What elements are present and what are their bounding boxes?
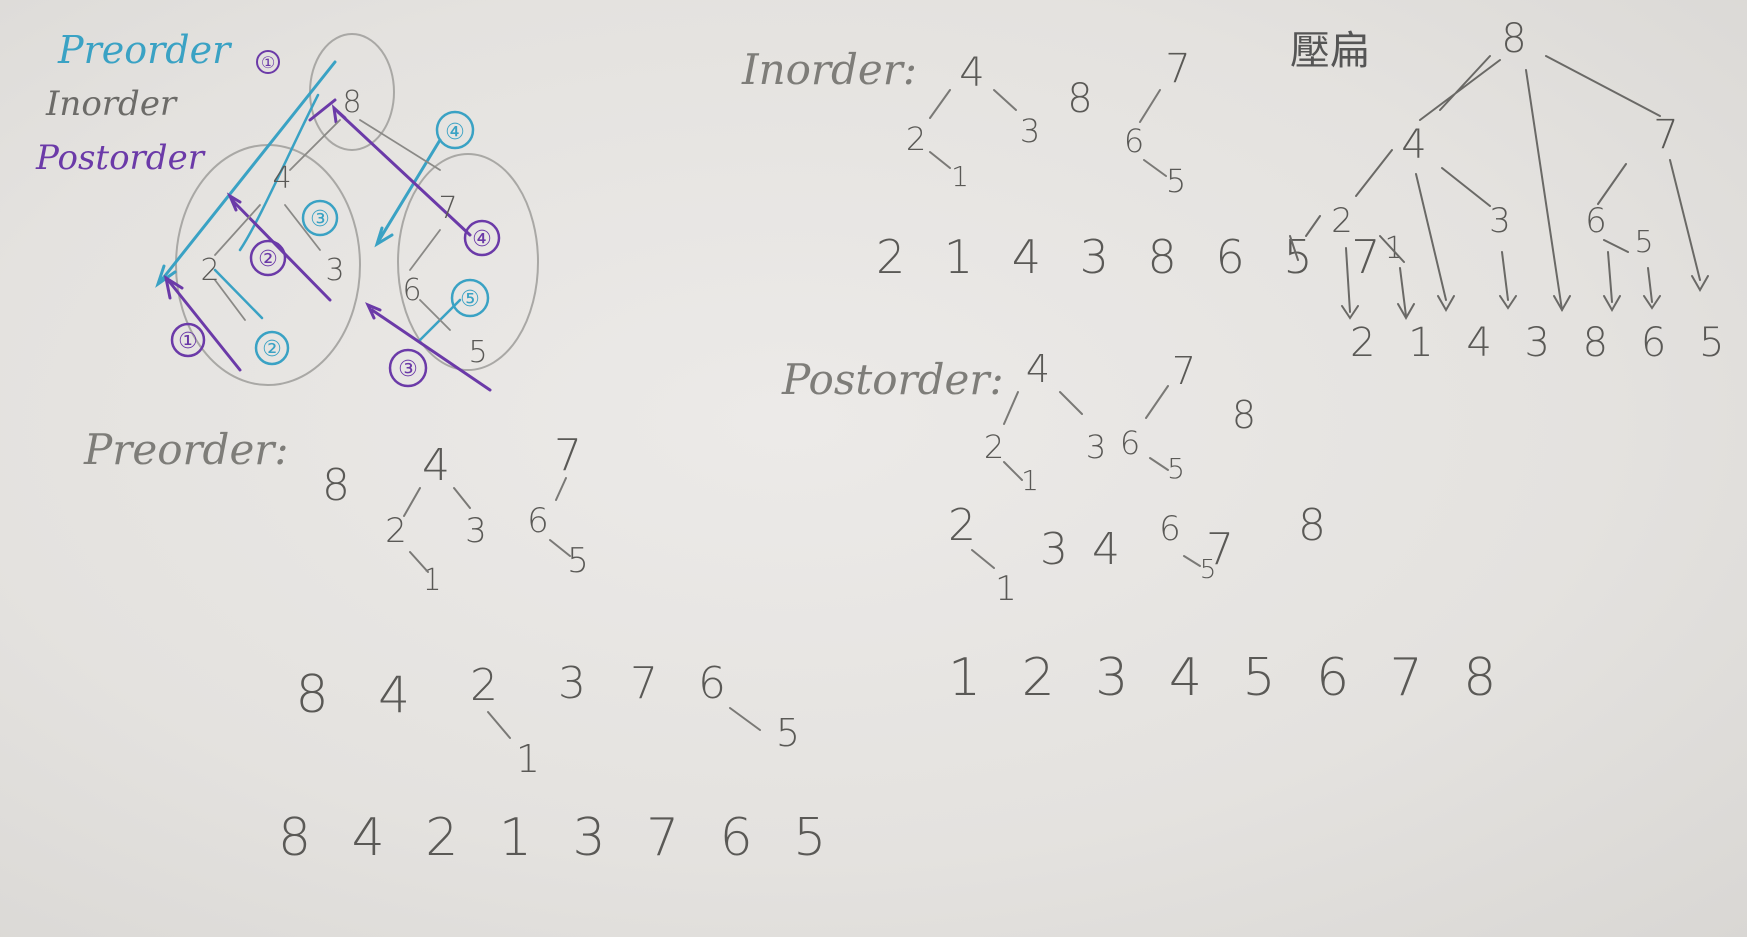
- pre-left-right: 3: [465, 511, 487, 551]
- svg-text:8: 8: [1067, 76, 1092, 122]
- postorder-breakdown: 4 7 8 2 3 6 5 1 2 3 4 6 7 8 5 1: [948, 347, 1326, 609]
- svg-text:4: 4: [378, 666, 410, 724]
- svg-text:8: 8: [1232, 393, 1256, 437]
- svg-text:4: 4: [1401, 122, 1426, 168]
- cyan-preorder-path: [155, 60, 337, 288]
- svg-text:6: 6: [698, 658, 726, 709]
- pre-root: 8: [322, 460, 350, 511]
- svg-text:6: 6: [1159, 509, 1181, 549]
- postorder-sequence: 1 2 3 4 5 6 7 8: [948, 648, 1509, 708]
- svg-text:1: 1: [1021, 464, 1039, 497]
- flatten-label: 壓扁: [1290, 28, 1370, 74]
- tree-node-right-left: 6: [402, 273, 421, 308]
- inorder-title: Inorder:: [742, 45, 917, 94]
- circled-step-4b: ④: [472, 227, 492, 252]
- svg-text:5: 5: [1634, 225, 1653, 260]
- svg-text:2: 2: [1331, 201, 1353, 241]
- tree-node-left-right: 3: [325, 253, 344, 288]
- pre-left-left: 2: [385, 511, 407, 551]
- svg-text:4: 4: [1092, 524, 1120, 575]
- svg-text:2: 2: [906, 120, 926, 158]
- svg-text:1: 1: [516, 737, 540, 781]
- legend-postorder: Postorder: [36, 138, 204, 178]
- svg-text:6: 6: [1585, 201, 1607, 241]
- inorder-breakdown: 4 8 7 2 3 6 5 1: [906, 46, 1191, 200]
- pre-right: 7: [554, 430, 582, 481]
- pre-left: 4: [422, 440, 450, 491]
- svg-text:5: 5: [1200, 555, 1217, 585]
- circled-step-2a: ②: [258, 247, 278, 272]
- circled-step-3b: ③: [398, 357, 418, 382]
- purple-postorder-path: [163, 274, 242, 372]
- preorder-title: Preorder:: [84, 425, 289, 474]
- tree-node-root: 8: [342, 85, 361, 120]
- tree-node-left: 4: [272, 161, 291, 196]
- svg-text:3: 3: [1086, 428, 1106, 466]
- svg-text:8: 8: [295, 665, 328, 725]
- annotated-tree: [155, 33, 539, 392]
- svg-text:6: 6: [1124, 122, 1144, 160]
- circled-step-4: ④: [445, 120, 465, 145]
- svg-text:7: 7: [1206, 524, 1234, 575]
- svg-text:8: 8: [1501, 16, 1526, 62]
- tree-node-right: 7: [438, 191, 457, 226]
- svg-text:2: 2: [948, 500, 976, 551]
- pre-right-left-right: 5: [567, 541, 589, 581]
- circled-step-3a: ③: [310, 207, 330, 232]
- svg-text:3: 3: [1489, 201, 1511, 241]
- circled-step-1: ①: [178, 329, 198, 354]
- circled-step-2b: ②: [262, 337, 282, 362]
- pre-right-left: 6: [527, 501, 549, 541]
- svg-text:4: 4: [959, 50, 984, 96]
- legend-marker-1: ①: [261, 53, 275, 72]
- svg-text:2: 2: [470, 660, 498, 711]
- tree-node-right-left-right: 5: [468, 335, 487, 370]
- preorder-sequence: 8 4 2 1 3 7 6 5: [278, 808, 839, 868]
- svg-text:5: 5: [1167, 452, 1185, 485]
- legend-preorder: Preorder: [58, 28, 231, 72]
- svg-text:8: 8: [1298, 500, 1326, 551]
- annotated-tree-labels: 8 4 7 2 3 6 5 ① ④ ③ ② ① ② ④ ⑤ ③: [178, 53, 492, 382]
- svg-text:7: 7: [630, 658, 658, 709]
- svg-text:1: 1: [951, 160, 969, 193]
- flattened-sequence: 2 1 4 3 8 6 5 7: [1350, 320, 1747, 366]
- tree-node-left-left: 2: [200, 253, 219, 288]
- svg-text:6: 6: [1120, 424, 1140, 462]
- postorder-title: Postorder:: [782, 355, 1004, 404]
- svg-text:7: 7: [1172, 349, 1196, 393]
- svg-text:5: 5: [1166, 162, 1186, 200]
- flattened-tree: 8 4 7 2 3 6 5 1: [1331, 16, 1679, 266]
- circled-step-5: ⑤: [460, 287, 480, 312]
- svg-text:4: 4: [1026, 347, 1050, 391]
- svg-text:3: 3: [1020, 112, 1040, 150]
- legend-inorder: Inorder: [46, 84, 177, 124]
- svg-text:3: 3: [558, 658, 586, 709]
- svg-text:3: 3: [1040, 524, 1068, 575]
- preorder-breakdown: 8 4 7 2 3 6 5 1 8 4 2 3 7 6 5 1: [295, 430, 800, 781]
- svg-text:1: 1: [995, 569, 1017, 609]
- svg-text:2: 2: [984, 428, 1004, 466]
- right-subtree-ellipse: [397, 153, 539, 371]
- svg-text:5: 5: [776, 711, 800, 755]
- svg-text:1: 1: [1384, 231, 1403, 266]
- svg-text:7: 7: [1653, 112, 1678, 158]
- svg-text:7: 7: [1165, 46, 1190, 92]
